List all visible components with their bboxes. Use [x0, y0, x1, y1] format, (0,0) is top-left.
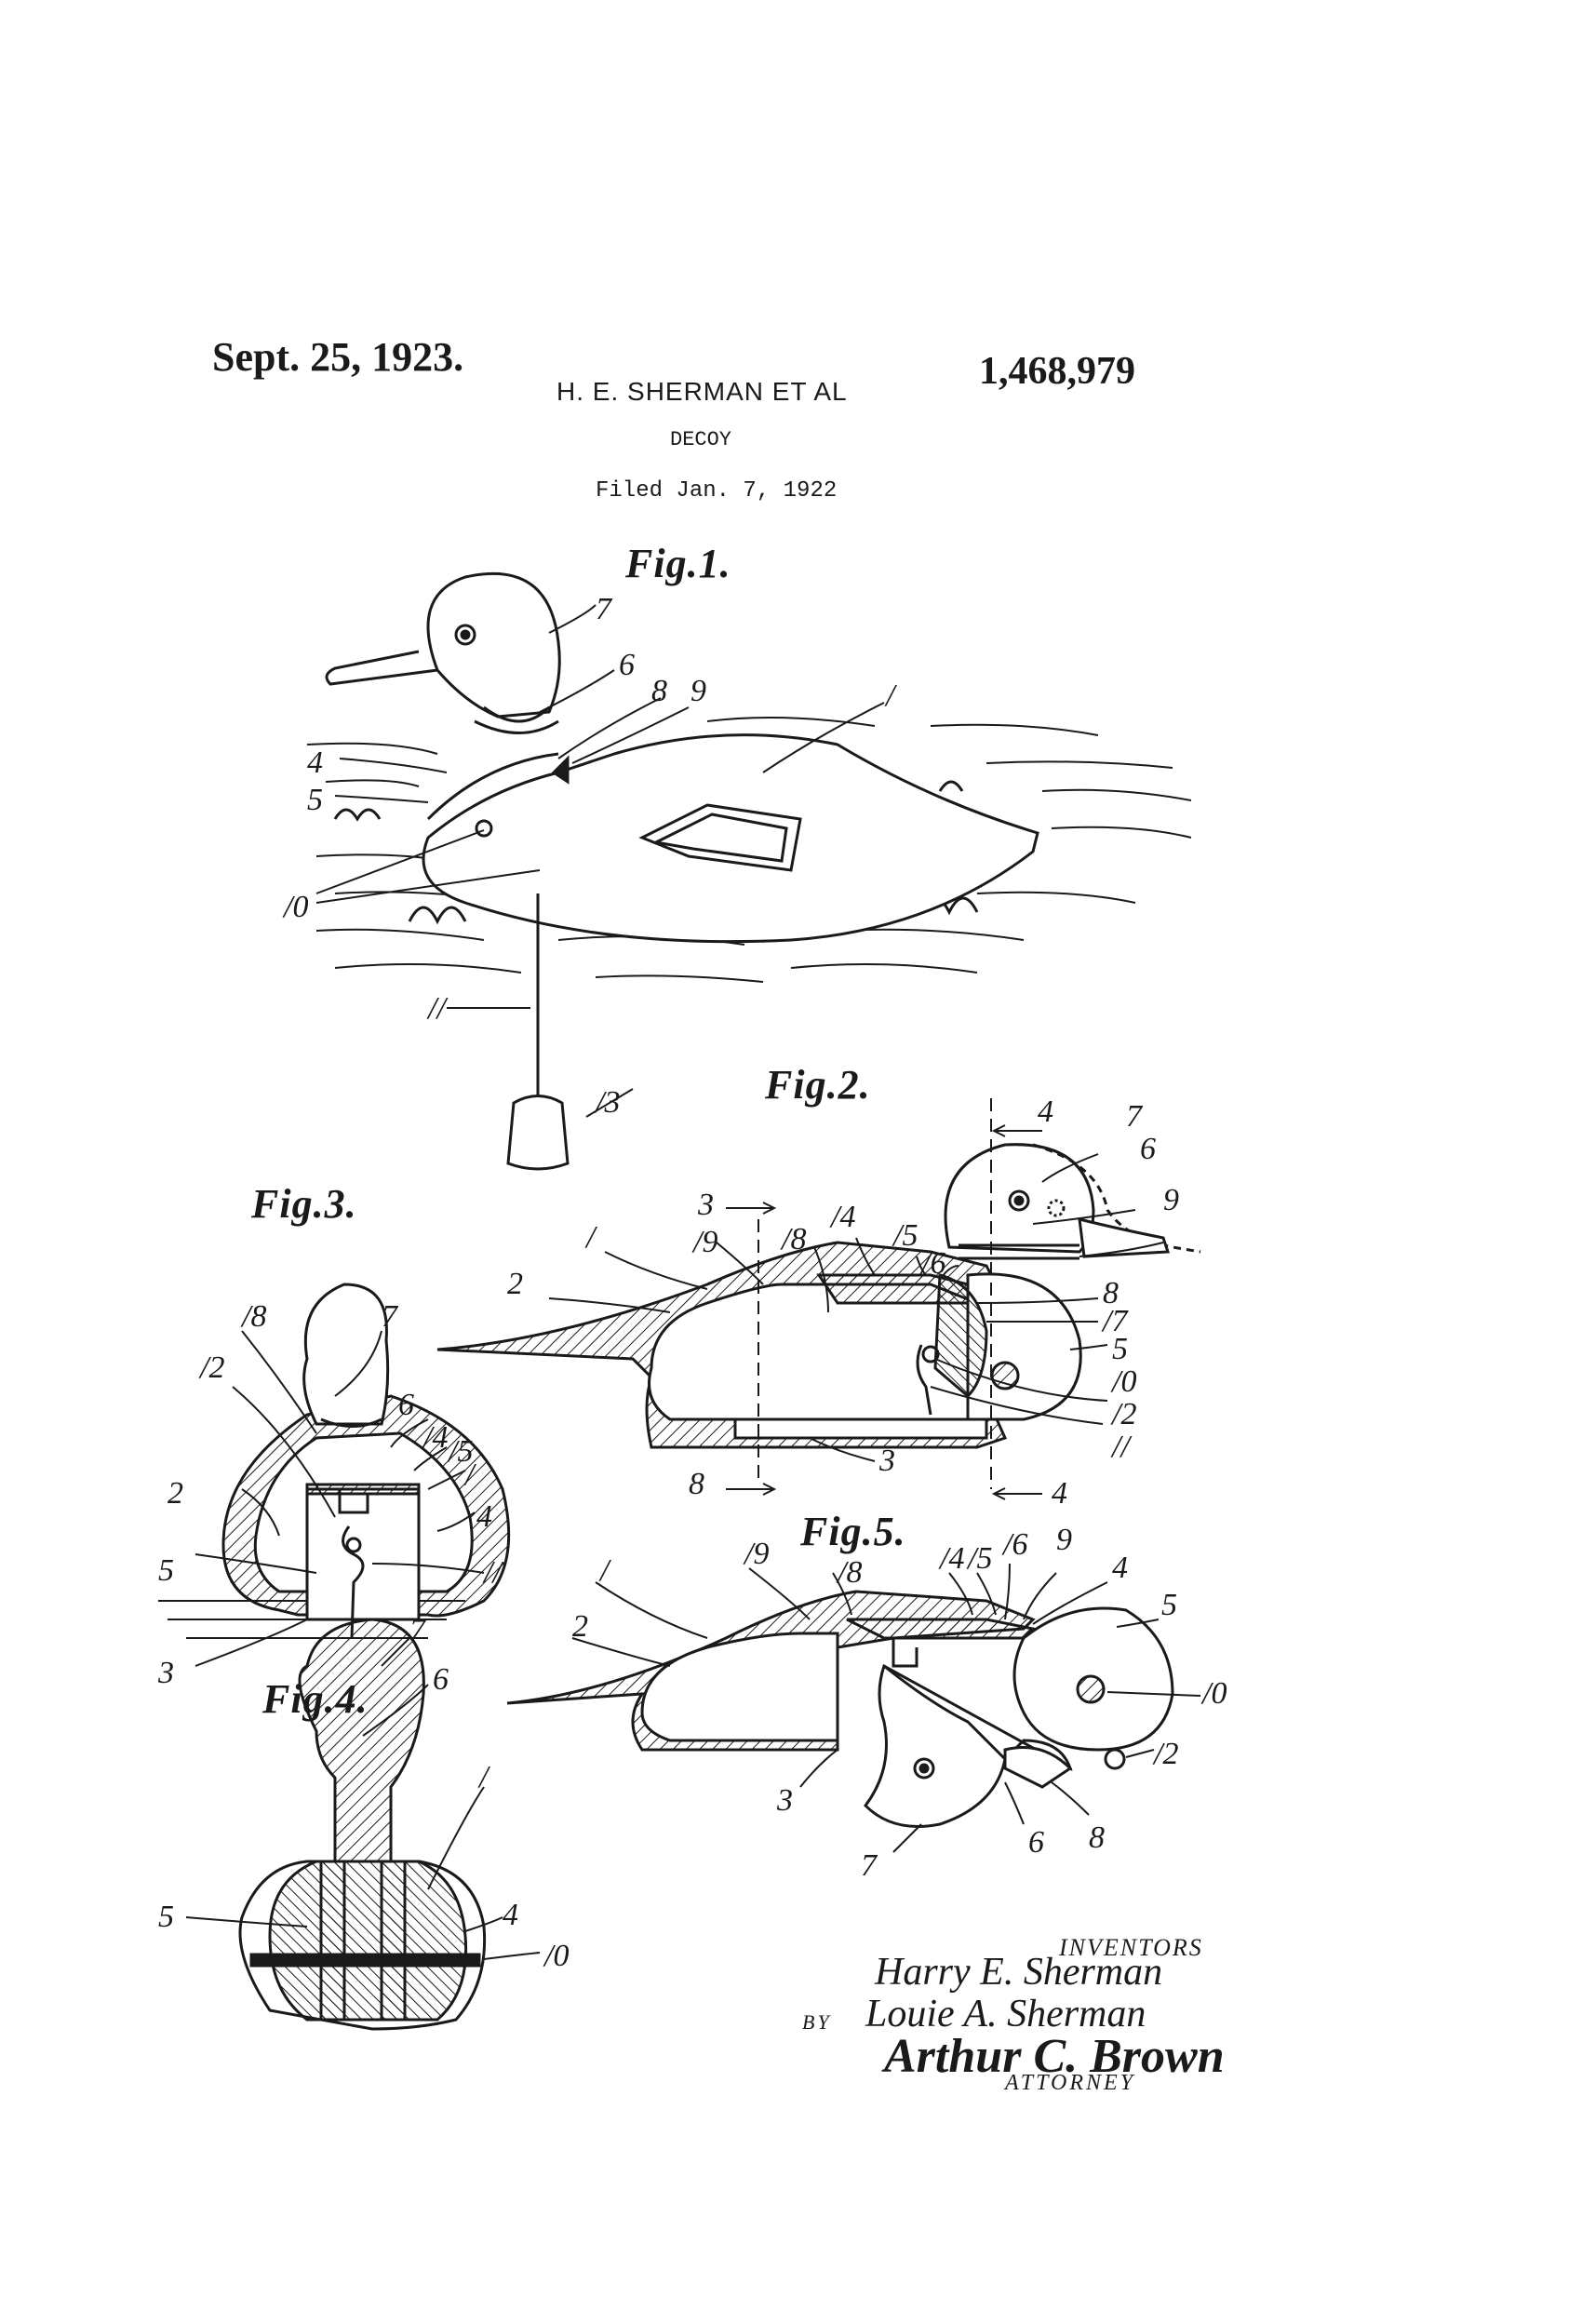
ref-5: 5 — [1161, 1588, 1177, 1622]
ref-1: / — [584, 1220, 598, 1255]
ref-15: /5 — [447, 1434, 473, 1469]
figure-5-label: Fig.5. — [800, 1509, 906, 1554]
figure-4-drawing — [185, 1618, 541, 2031]
ref-7: 7 — [1126, 1099, 1144, 1134]
attorney-label: ATTORNEY — [1005, 2071, 1136, 2095]
ref-1: / — [598, 1553, 612, 1588]
ref-9: 9 — [690, 674, 706, 708]
ref-11: // — [426, 991, 449, 1026]
inventor-1-signature: Harry E. Sherman — [875, 1951, 1163, 1994]
ref-9: 9 — [1056, 1523, 1072, 1557]
figure-4-reference-numerals: 7 6 / 5 4 /0 — [158, 1613, 569, 1973]
figure-3-reference-numerals: 7 /8 6 /4 /5 /2 / 2 4 5 // 3 — [157, 1299, 504, 1690]
ref-15: /5 — [892, 1218, 918, 1253]
figure-1-reference-numerals: 7 6 8 9 / 4 5 /0 // /3 — [282, 592, 898, 1120]
ref-5: 5 — [1112, 1332, 1128, 1366]
ref-15: /5 — [966, 1541, 992, 1576]
ref-6: 6 — [398, 1388, 414, 1422]
ref-18: /8 — [780, 1222, 806, 1256]
ref-14: /4 — [938, 1541, 964, 1576]
inventor-2-signature: Louie A. Sherman — [865, 1993, 1146, 2035]
ref-5: 5 — [307, 783, 323, 817]
inventors-label: INVENTORS — [1059, 1934, 1203, 1961]
ref-14: /4 — [422, 1420, 448, 1455]
ref-6: 6 — [1140, 1132, 1156, 1166]
ref-9: 9 — [1163, 1183, 1179, 1217]
ref-7: 7 — [596, 592, 613, 626]
ref-8: 8 — [1103, 1276, 1119, 1310]
ref-8-bottom: 8 — [689, 1467, 704, 1501]
ref-16: /6 — [1001, 1527, 1027, 1562]
figure-5-reference-numerals: /9 /8 /4 /5 /6 9 4 5 / 2 /0 /2 3 7 6 8 — [572, 1523, 1227, 1883]
ref-11: // — [482, 1555, 504, 1590]
ref-12: /2 — [198, 1350, 224, 1385]
ref-7: 7 — [382, 1299, 399, 1334]
figure-2-label: Fig.2. — [765, 1062, 871, 1108]
ref-17: /7 — [1101, 1304, 1129, 1338]
patent-number: 1,468,979 — [979, 350, 1135, 393]
ref-8: 8 — [1089, 1820, 1105, 1855]
ref-1: / — [884, 678, 898, 713]
ref-18: /8 — [240, 1299, 266, 1334]
figure-2-reference-numerals: 3 /9 /8 /4 /5 /6 / 2 4 7 6 9 8 /7 5 /0 /… — [507, 1095, 1179, 1511]
figure-3-label: Fig.3. — [251, 1181, 357, 1227]
figure-2-drawing — [436, 1098, 1201, 1500]
figure-1-label: Fig.1. — [625, 541, 731, 586]
ref-3: 3 — [157, 1656, 174, 1690]
ref-1: / — [463, 1458, 477, 1492]
ref-10: /0 — [543, 1939, 569, 1973]
inventors-header: H. E. SHERMAN ET AL — [556, 377, 848, 406]
ref-7: 7 — [861, 1848, 878, 1883]
ref-2: 2 — [572, 1609, 588, 1644]
ref-13: /3 — [594, 1085, 620, 1120]
ref-19: /9 — [743, 1537, 769, 1571]
ref-14: /4 — [829, 1200, 855, 1234]
ref-4: 4 — [307, 746, 323, 780]
figure-1-drawing — [306, 571, 1192, 1171]
ref-12: /2 — [1110, 1397, 1136, 1431]
ref-18: /8 — [836, 1555, 862, 1590]
ref-7: 7 — [409, 1613, 427, 1647]
invention-title: DECOY — [670, 428, 732, 451]
ref-10: /0 — [1200, 1676, 1227, 1711]
ref-5: 5 — [158, 1900, 174, 1934]
ref-4: 4 — [476, 1499, 492, 1534]
ref-2: 2 — [507, 1267, 523, 1301]
ref-3: 3 — [878, 1444, 895, 1478]
ref-1: / — [477, 1760, 491, 1794]
ref-5: 5 — [158, 1553, 174, 1588]
ref-4-top: 4 — [1038, 1095, 1053, 1129]
attorney-signature: Arthur C. Brown — [884, 2030, 1225, 2083]
ref-6: 6 — [1028, 1825, 1044, 1860]
ref-12: /2 — [1152, 1737, 1178, 1771]
ref-4-bottom: 4 — [1052, 1476, 1067, 1511]
ref-3-top: 3 — [697, 1188, 714, 1222]
ref-6: 6 — [619, 648, 635, 682]
patent-date: Sept. 25, 1923. — [212, 334, 464, 380]
ref-3: 3 — [776, 1783, 793, 1818]
ref-4: 4 — [1112, 1551, 1128, 1585]
ref-10: /0 — [1110, 1364, 1136, 1399]
figure-5-drawing — [506, 1563, 1201, 1853]
ref-19: /9 — [691, 1225, 717, 1259]
filing-date: Filed Jan. 7, 1922 — [596, 478, 838, 504]
ref-4: 4 — [503, 1898, 518, 1932]
ref-10: /0 — [282, 890, 308, 924]
ref-6: 6 — [433, 1662, 449, 1697]
figure-3-drawing — [158, 1283, 511, 1667]
ref-2: 2 — [168, 1476, 183, 1511]
ref-11: // — [1110, 1430, 1133, 1464]
by-label: BY — [802, 2010, 832, 2034]
ref-16: /6 — [919, 1246, 945, 1281]
ref-8: 8 — [651, 674, 667, 708]
